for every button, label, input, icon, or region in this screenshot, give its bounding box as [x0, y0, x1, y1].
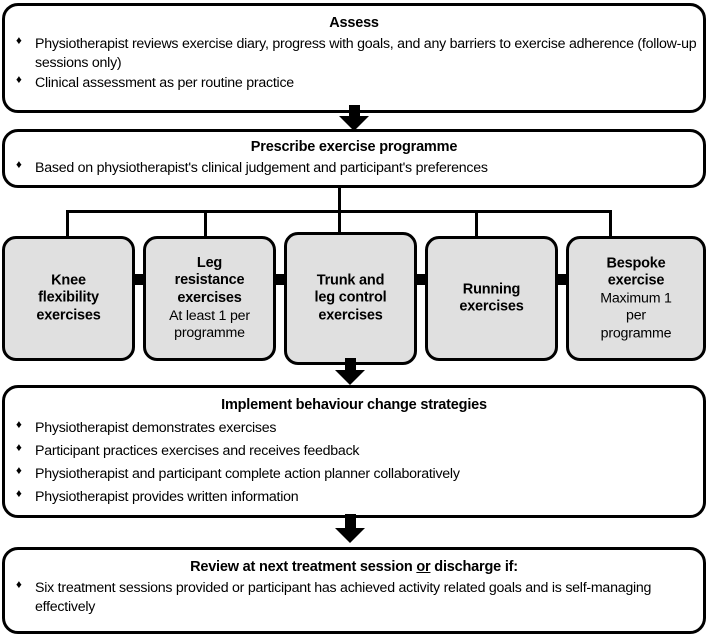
- exercise-option-bespoke[interactable]: Bespoke exercise Maximum 1 per programme: [566, 236, 706, 361]
- exercise-option-content: Trunk and leg control exercises: [287, 272, 414, 325]
- step-box-assess: Assess Physiotherapist reviews exercise …: [2, 3, 706, 113]
- exercise-option-title: Bespoke exercise: [606, 254, 666, 289]
- exercise-option-leg-resistance[interactable]: Leg resistance exercises At least 1 per …: [143, 236, 276, 361]
- step-box-prescribe: Prescribe exercise programme Based on ph…: [2, 129, 706, 188]
- arrow-shaft: [349, 105, 360, 118]
- exercise-option-sub: Maximum 1 per programme: [600, 290, 672, 341]
- exercise-option-trunk-leg-control[interactable]: Trunk and leg control exercises: [284, 232, 417, 365]
- step-box-review: Review at next treatment session or disc…: [2, 547, 706, 634]
- connector-drop-running: [475, 210, 478, 238]
- list-item: Clinical assessment as per routine pract…: [5, 73, 703, 93]
- arrow-shaft: [345, 514, 356, 530]
- arrow-head: [339, 116, 369, 131]
- exercise-option-content: Bespoke exercise Maximum 1 per programme: [569, 255, 703, 342]
- list-item: Participant practices exercises and rece…: [5, 441, 703, 461]
- exercise-option-title: Trunk and leg control exercises: [314, 271, 387, 324]
- step-box-implement: Implement behaviour change strategies Ph…: [2, 385, 706, 518]
- arrow-implement-to-review: [335, 514, 365, 544]
- exercise-option-title: Running exercises: [459, 280, 524, 315]
- exercise-option-title: Leg resistance exercises: [174, 254, 245, 307]
- list-item: Six treatment sessions provided or parti…: [5, 578, 703, 617]
- connector-drop-leg-resistance: [204, 210, 207, 238]
- exercise-option-content: Running exercises: [428, 281, 555, 316]
- step-bullets-prescribe: Based on physiotherapist's clinical judg…: [5, 158, 703, 178]
- step-title-review: Review at next treatment session or disc…: [5, 559, 703, 576]
- list-item: Physiotherapist reviews exercise diary, …: [5, 34, 703, 73]
- arrow-head: [335, 528, 365, 543]
- connector-joint-3: [415, 274, 425, 285]
- review-title-part2: discharge if:: [430, 559, 518, 575]
- connector-drop-bespoke: [609, 210, 612, 238]
- list-item: Physiotherapist provides written informa…: [5, 487, 703, 507]
- arrow-head: [335, 370, 365, 385]
- exercise-option-title: Knee flexibility exercises: [36, 271, 101, 324]
- list-item: Physiotherapist and participant complete…: [5, 464, 703, 484]
- connector-joint-2: [274, 274, 284, 285]
- connector-drop-knee-flexibility: [66, 210, 69, 238]
- list-item: Physiotherapist demonstrates exercises: [5, 418, 703, 438]
- review-title-underlined: or: [416, 559, 431, 575]
- connector-trunk-vertical: [338, 188, 341, 212]
- connector-joint-4: [556, 274, 566, 285]
- step-title-assess: Assess: [329, 15, 379, 31]
- exercise-option-content: Leg resistance exercises At least 1 per …: [146, 255, 273, 343]
- step-bullets-implement: Physiotherapist demonstrates exercises P…: [5, 418, 703, 507]
- arrow-assess-to-prescribe: [339, 105, 369, 131]
- step-title-prescribe: Prescribe exercise programme: [250, 139, 458, 155]
- review-title-part1: Review at next treatment session: [190, 559, 417, 575]
- step-bullets-review: Six treatment sessions provided or parti…: [5, 578, 703, 617]
- list-item: Based on physiotherapist's clinical judg…: [5, 158, 703, 178]
- exercise-option-sub: At least 1 per programme: [169, 307, 250, 342]
- exercise-option-content: Knee flexibility exercises: [5, 272, 132, 325]
- step-bullets-assess: Physiotherapist reviews exercise diary, …: [5, 34, 703, 93]
- connector-joint-1: [133, 274, 143, 285]
- exercise-option-running[interactable]: Running exercises: [425, 236, 558, 361]
- arrow-options-to-implement: [335, 358, 365, 385]
- connector-drop-trunk-leg-control: [338, 210, 341, 238]
- arrow-shaft: [345, 358, 356, 372]
- step-title-implement: Implement behaviour change strategies: [221, 397, 487, 413]
- exercise-option-knee-flexibility[interactable]: Knee flexibility exercises: [2, 236, 135, 361]
